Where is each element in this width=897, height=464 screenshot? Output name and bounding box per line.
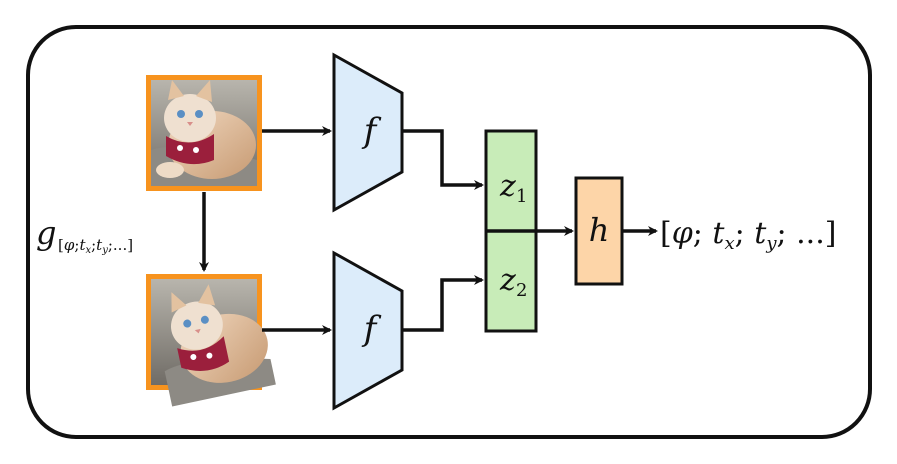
transformed-cat-image: [146, 274, 276, 407]
svg-text:h: h: [589, 211, 610, 249]
original-cat-image: [146, 75, 262, 191]
svg-text:2: 2: [516, 280, 527, 301]
transform-label: g [φ;tx;ty;...]: [36, 214, 133, 256]
svg-text:z: z: [499, 169, 516, 204]
encoder-to-z2-arrow: [402, 275, 484, 332]
encoder-top: f: [332, 52, 404, 213]
svg-text:1: 1: [516, 186, 527, 207]
output-label: [φ; tx; ty; ...]: [660, 216, 836, 254]
svg-text:z: z: [499, 263, 516, 298]
encoder-to-z1-arrow: [402, 129, 484, 190]
transform-subscript: [φ;tx;ty;...]: [58, 236, 133, 256]
svg-text:g: g: [36, 214, 56, 252]
latent-z2: z 2: [484, 229, 538, 333]
encoder-bottom: f: [332, 250, 404, 411]
latent-z1: z 1: [484, 129, 538, 233]
head-h: h: [574, 176, 624, 286]
